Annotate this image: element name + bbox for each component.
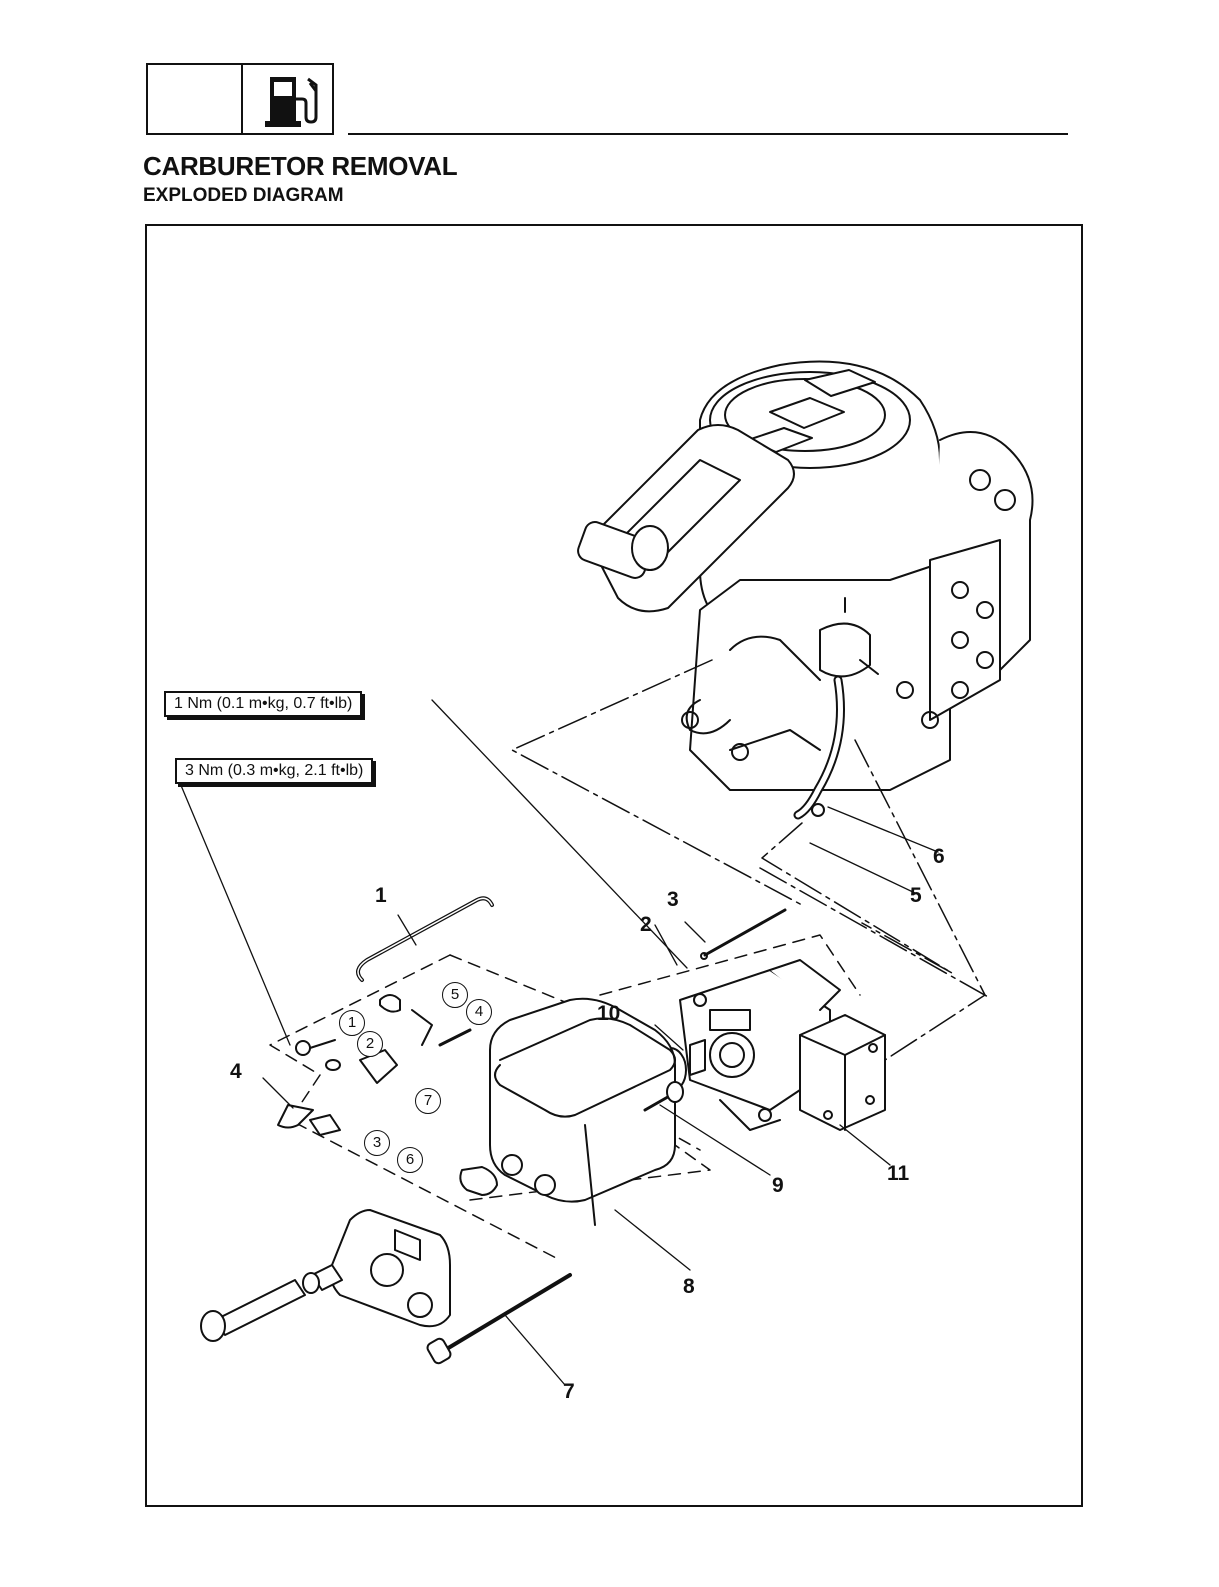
callout-11: 11 xyxy=(887,1162,909,1186)
sub-callout-4: 4 xyxy=(466,999,492,1025)
callout-9: 9 xyxy=(772,1174,784,1198)
callout-8: 8 xyxy=(683,1275,695,1299)
sub-callout-6: 6 xyxy=(397,1147,423,1173)
front-cover xyxy=(330,1210,450,1326)
callout-2: 2 xyxy=(640,913,652,937)
sub-callout-1: 1 xyxy=(339,1010,365,1036)
callout-4: 4 xyxy=(230,1060,242,1084)
sub-callout-3: 3 xyxy=(364,1130,390,1156)
callout-7: 7 xyxy=(563,1380,575,1404)
sub-callout-7: 7 xyxy=(415,1088,441,1114)
callout-1: 1 xyxy=(375,884,387,908)
engine-assembly xyxy=(575,362,1032,816)
callout-3: 3 xyxy=(667,888,679,912)
sub-callout-2: 2 xyxy=(357,1031,383,1057)
torque-spec-1nm: 1 Nm (0.1 m•kg, 0.7 ft•lb) xyxy=(164,691,362,717)
sub-callout-5: 5 xyxy=(442,982,468,1008)
torque-spec-3nm: 3 Nm (0.3 m•kg, 2.1 ft•lb) xyxy=(175,758,373,784)
callout-10: 10 xyxy=(597,1002,620,1026)
callout-6: 6 xyxy=(933,845,945,869)
silencer-box xyxy=(460,999,675,1225)
callout-5: 5 xyxy=(910,884,922,908)
